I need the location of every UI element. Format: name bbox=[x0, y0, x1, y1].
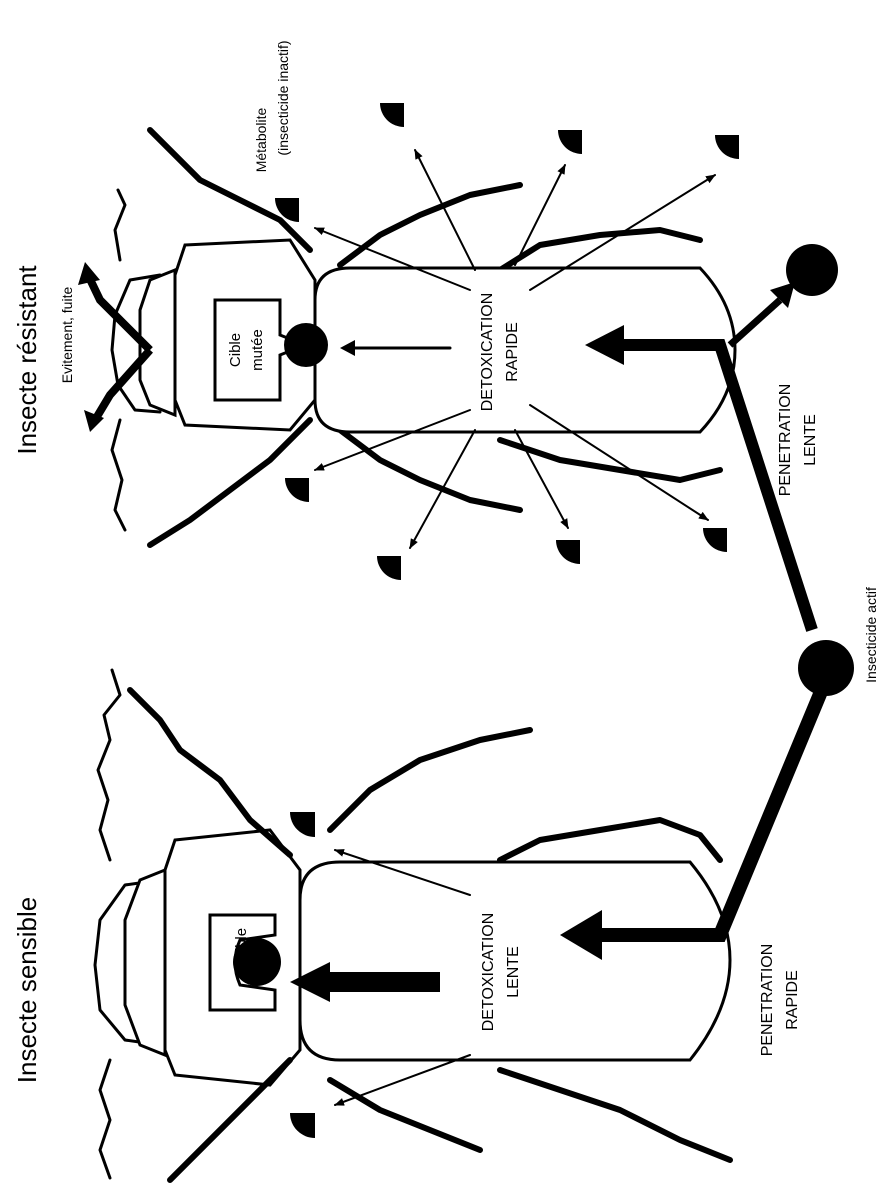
metabolite-arrow-7 bbox=[514, 429, 569, 529]
metabolite-arrow-5 bbox=[314, 409, 471, 471]
resistant-leg-1 bbox=[147, 127, 313, 253]
resistant-avoidance-arrowhead-up bbox=[78, 262, 100, 285]
title-resistant: Insecte résistant bbox=[12, 265, 42, 455]
resistant-penetration-line2: LENTE bbox=[802, 414, 819, 466]
resistant-penetration-arrow-head bbox=[585, 325, 624, 365]
resistant-leg-5 bbox=[337, 427, 523, 513]
sensible-metabolite-top bbox=[290, 812, 315, 837]
resistant-leg-4 bbox=[147, 417, 313, 548]
metabolite-shape-6 bbox=[377, 556, 401, 580]
sensible-penetration-arrow-head bbox=[560, 910, 602, 960]
sensible-leg-5 bbox=[327, 1077, 483, 1153]
sensible-metabolite-arrow-top bbox=[334, 849, 471, 896]
sensible-leg-4 bbox=[167, 1057, 293, 1183]
sensible-flow-arrow-head bbox=[290, 962, 330, 1002]
sensible-antenna-upper bbox=[96, 668, 122, 862]
resistant-excreted-insecticide bbox=[786, 244, 838, 296]
metabolite-arrow-8 bbox=[529, 404, 709, 521]
resistant-avoidance-arrow-down bbox=[91, 347, 153, 423]
sensible-metabolite-bottom bbox=[290, 1113, 315, 1138]
metabolite-arrow-4 bbox=[529, 174, 716, 291]
metabolite-shape-8 bbox=[703, 528, 727, 552]
sensible-detox-line1: DETOXICATION bbox=[480, 913, 497, 1032]
sensible-leg-6 bbox=[497, 1067, 733, 1163]
resistant-metabolite-line1: Métabolite bbox=[253, 107, 269, 172]
resistant-leg-3 bbox=[497, 227, 703, 273]
resistant-penetration-path bbox=[622, 339, 818, 632]
resistant-head bbox=[138, 267, 177, 418]
metabolite-shape-4 bbox=[715, 135, 739, 159]
resistant-metabolites bbox=[275, 103, 739, 580]
resistant-target-line1: Cible bbox=[227, 333, 244, 367]
resistant-antenna-lower bbox=[110, 418, 127, 532]
metabolite-arrow-6 bbox=[409, 429, 476, 549]
resistant-target-line2: mutée bbox=[249, 329, 266, 371]
sensible-target-label: Cible bbox=[233, 928, 250, 962]
sensible-detox-line2: LENTE bbox=[505, 946, 522, 998]
sensible-insecticide-on-target bbox=[233, 938, 281, 986]
metabolite-shape-2 bbox=[380, 103, 404, 127]
metabolite-arrow-3 bbox=[514, 164, 566, 266]
resistant-detox-line1: DETOXICATION bbox=[479, 293, 496, 412]
sensible-metabolite-arrow-bottom bbox=[334, 1054, 471, 1106]
resistant-avoidance-arrowhead-down bbox=[84, 410, 104, 432]
metabolite-shape-3 bbox=[558, 130, 582, 154]
insect-resistant: Cible mutée DETOXICATION RAPIDE bbox=[59, 40, 838, 632]
metabolite-shape-5 bbox=[285, 478, 309, 502]
resistant-leg-2 bbox=[337, 182, 523, 268]
insecticide-label: Insecticide actif bbox=[863, 587, 879, 683]
resistant-metabolite-arrows bbox=[314, 149, 716, 549]
sensible-antenna-lower bbox=[98, 1058, 112, 1180]
resistant-excreted-arrow-shaft bbox=[727, 297, 783, 348]
metabolite-shape-1 bbox=[275, 198, 299, 222]
resistant-leg-6 bbox=[497, 437, 723, 483]
resistant-mandibles bbox=[110, 273, 162, 414]
metabolite-arrow-2 bbox=[414, 149, 476, 271]
sensible-leg-3 bbox=[497, 817, 723, 863]
sensible-penetration-path bbox=[600, 667, 837, 942]
sensible-penetration-line2: RAPIDE bbox=[784, 970, 801, 1030]
active-insecticide-dot bbox=[798, 640, 854, 696]
resistant-excreted-arrow-head bbox=[770, 282, 795, 308]
sensible-mandibles bbox=[93, 878, 162, 1047]
insect-sensible: Cible DETOXICATION LENTE PENETRATION RAP… bbox=[93, 667, 837, 1183]
resistant-penetration-line1: PENETRATION bbox=[777, 384, 794, 497]
resistant-insecticide-blocked bbox=[284, 323, 328, 367]
sensible-leg-1 bbox=[127, 687, 293, 858]
resistant-flow-arrow-head bbox=[340, 340, 355, 356]
sensible-leg-2 bbox=[327, 727, 533, 833]
metabolite-shape-7 bbox=[556, 540, 580, 564]
resistant-metabolite-line2: (insecticide inactif) bbox=[275, 40, 291, 155]
sensible-head bbox=[123, 867, 167, 1058]
resistant-avoidance-arrow-up bbox=[84, 273, 153, 353]
resistant-avoidance-label: Evitement, fuite bbox=[59, 287, 75, 384]
sensible-penetration-line1: PENETRATION bbox=[759, 944, 776, 1057]
resistant-abdomen bbox=[313, 266, 737, 434]
resistant-detox-line2: RAPIDE bbox=[504, 322, 521, 382]
metabolite-arrow-1 bbox=[314, 227, 471, 291]
resistant-antenna-upper bbox=[113, 188, 127, 262]
sensible-abdomen bbox=[298, 860, 732, 1062]
title-sensible: Insecte sensible bbox=[12, 897, 42, 1083]
